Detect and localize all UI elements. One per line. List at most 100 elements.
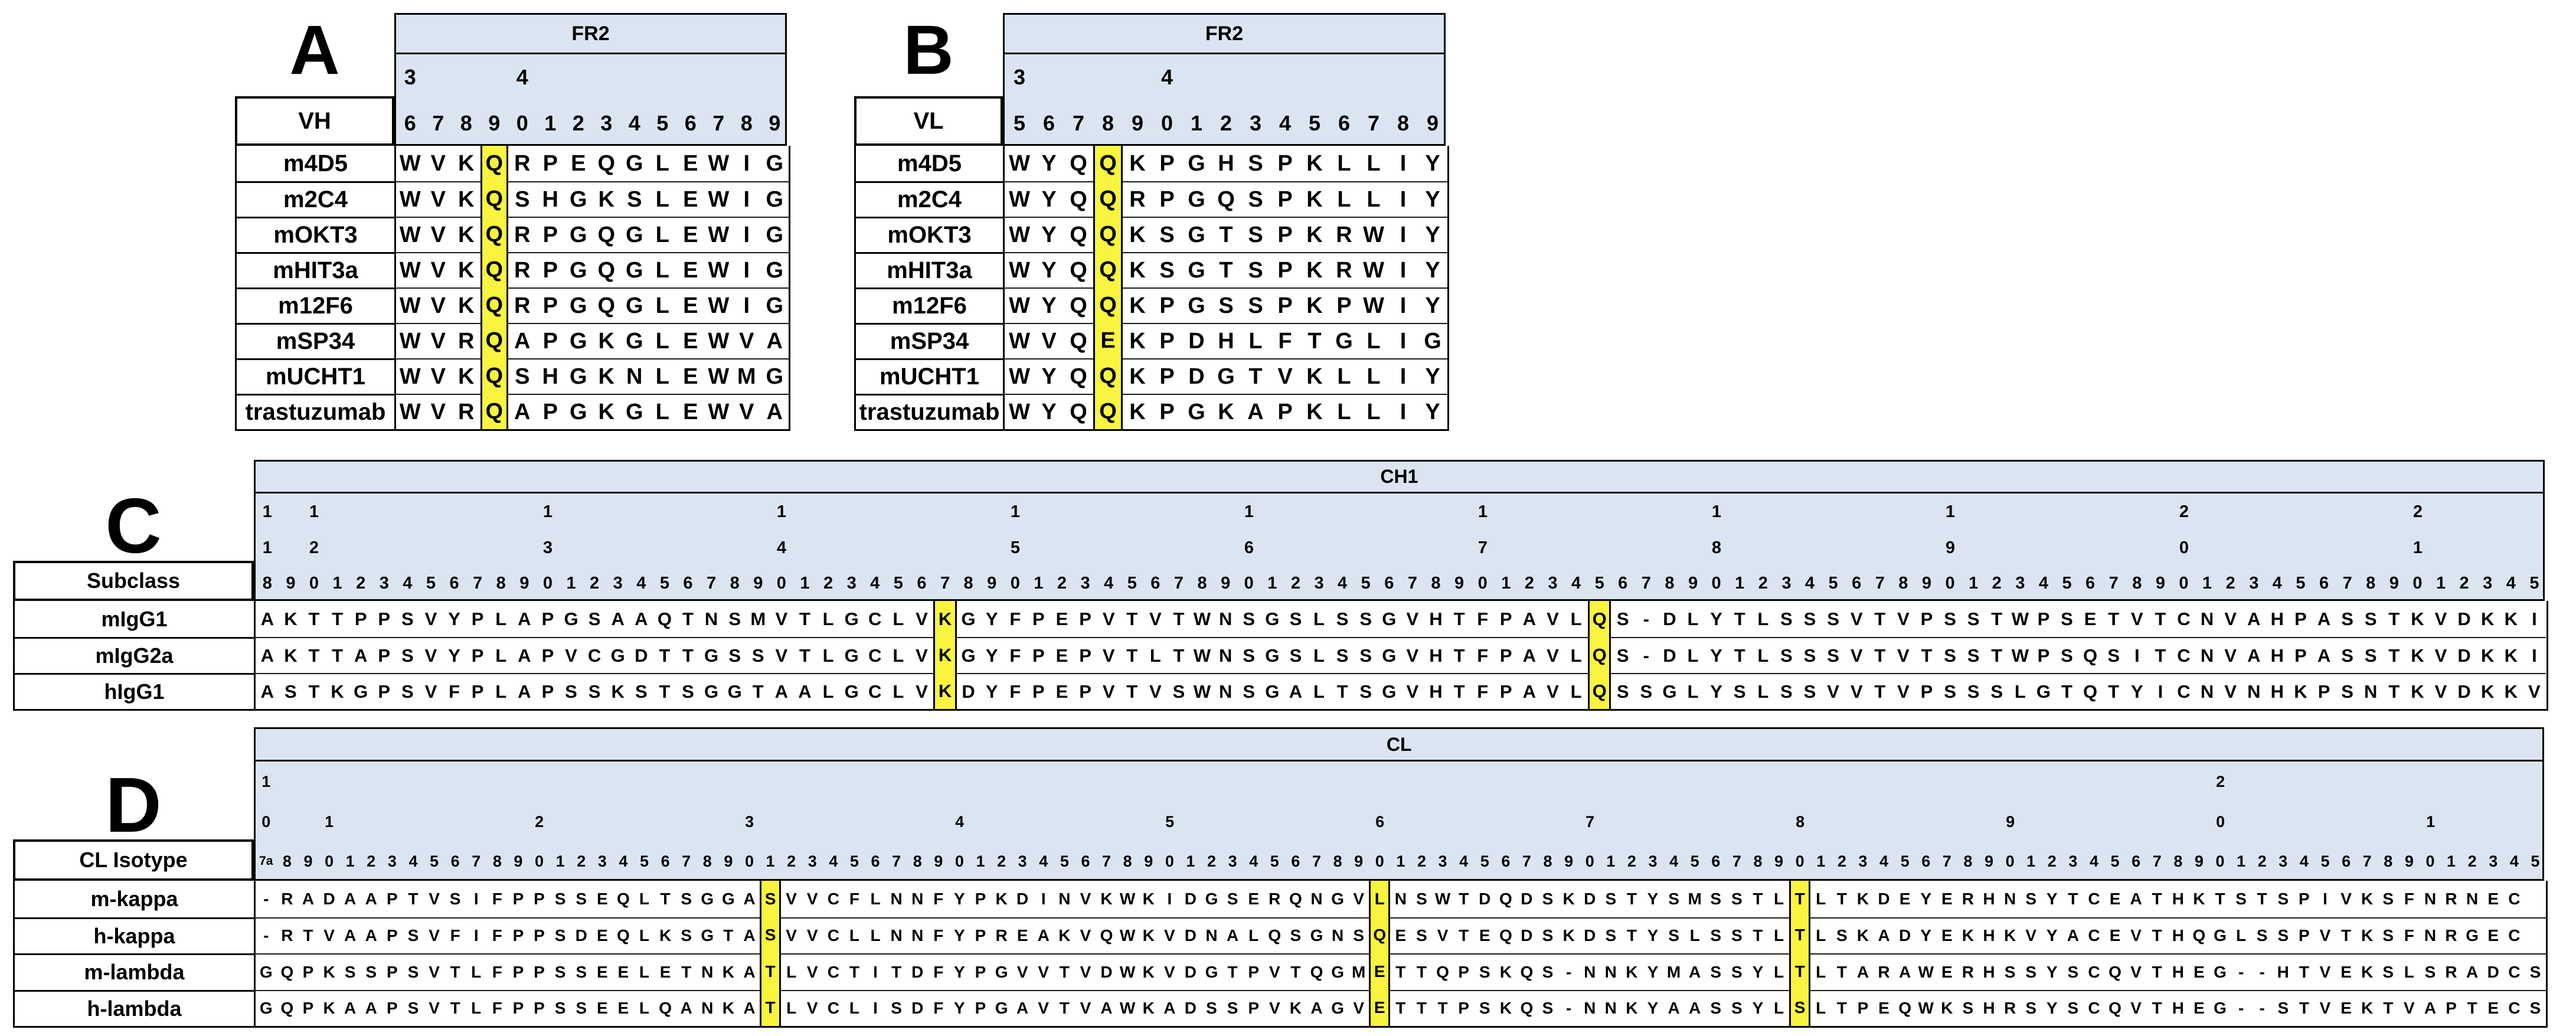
residue-cell: T (2293, 953, 2315, 990)
units-digit-cell: 4 (1338, 573, 1348, 593)
residue-cell: Y (1034, 252, 1064, 287)
residue-cell: C (2172, 673, 2196, 709)
residue-cell: S (1726, 953, 1748, 990)
residue-cell: R (1957, 953, 1979, 990)
units-digit-cell: 9 (519, 573, 529, 593)
residue-cell: K (2289, 673, 2313, 709)
tens-mark: 6 (1244, 538, 1254, 557)
tens-mark: 4 (516, 65, 528, 89)
residue-cell: S (2061, 608, 2073, 629)
residue-cell: P (536, 637, 560, 673)
residue-cell: V (1845, 637, 1868, 673)
residue-cell: K (1137, 989, 1159, 1027)
units-digit-cell: 3 (808, 852, 817, 870)
residue-cell: F (1003, 673, 1027, 709)
residue-cell: K (1123, 217, 1152, 252)
units-digit-cell: 1 (345, 852, 355, 870)
tens-mark: 9 (1945, 538, 1956, 557)
highlighted-residue-cell: Q (1093, 358, 1123, 394)
residue-cell: M (1663, 953, 1685, 990)
residue-cell: T (1836, 889, 1847, 908)
residue-cell: S (1284, 637, 1307, 673)
residue-cell: K (452, 287, 480, 323)
residue-cell: G (606, 637, 630, 673)
units-digit-cell: 1 (1735, 573, 1745, 593)
residue-cell: N (697, 989, 718, 1027)
residue-cell: P (2440, 989, 2462, 1027)
units-digit-cell: 2 (1207, 852, 1217, 870)
units-digit-cell: 8 (1753, 852, 1763, 870)
hundreds-mark: 2 (2216, 772, 2225, 790)
residue-cell: T (1126, 608, 1138, 629)
residue-cell: V (1012, 953, 1033, 990)
residue-cell: I (2323, 889, 2327, 908)
residue-cell: K (2405, 673, 2430, 709)
units-digit-cell: 4 (1249, 852, 1258, 870)
residue-cell: N (2200, 608, 2214, 629)
units-digit-cell: 6 (2085, 573, 2096, 593)
region-title: CL (254, 727, 2545, 762)
residue-cell: S (1241, 252, 1270, 287)
residue-cell: A (1873, 917, 1895, 954)
residue-cell: K (1495, 953, 1516, 990)
residue-cell: P (542, 151, 558, 176)
units-digit-cell: 4 (870, 573, 880, 593)
units-digit-cell: 2 (590, 573, 600, 593)
residue-cell: S (2335, 637, 2359, 673)
residue-cell: T (1447, 637, 1471, 673)
residue-cell: S (681, 889, 692, 908)
units-digit-cell: 6 (684, 110, 697, 135)
residue-cell: V (2429, 673, 2453, 709)
residue-cell: L (648, 252, 676, 287)
residue-cell: V (1401, 673, 1424, 709)
residue-cell: K (458, 151, 475, 176)
residue-cell: V (1075, 917, 1096, 954)
residue-cell: A (2461, 953, 2483, 990)
residue-cell: T (1728, 637, 1751, 673)
residue-cell: K (2361, 889, 2374, 908)
residue-cell: L (1768, 989, 1790, 1027)
residue-cell: S (1354, 637, 1378, 673)
residue-cell: K (655, 917, 676, 954)
region-title: CH1 (254, 460, 2545, 494)
residue-cell: I (1167, 889, 1172, 908)
panel-letter-d: D (105, 762, 162, 848)
units-digit-cell: 3 (1781, 573, 1792, 593)
residue-cell: P (1243, 989, 1264, 1027)
units-digit-cell: 6 (1291, 852, 1300, 870)
residue-cell: K (1856, 889, 1869, 908)
residue-cell: I (743, 151, 750, 176)
residue-cell: V (423, 953, 445, 990)
residue-cell: Y (1642, 953, 1663, 990)
residue-cell: N (1327, 917, 1348, 954)
units-digit-cell: 6 (1081, 852, 1090, 870)
residue-cell: C (863, 673, 887, 709)
units-digit-cell: 8 (2132, 573, 2142, 593)
residue-cell: P (1499, 608, 1512, 629)
highlighted-residue-cell: Q (1093, 146, 1123, 181)
residue-cell: Y (1915, 917, 1937, 954)
residue-cell: S (550, 989, 571, 1027)
residue-cell: S (1705, 953, 1727, 990)
residue-cell: D (1663, 608, 1676, 629)
units-digit-cell: 2 (787, 852, 796, 870)
residue-cell: V (559, 637, 583, 673)
residue-cell: R (1873, 953, 1895, 990)
residue-cell: P (466, 637, 489, 673)
units-digit-cell: 5 (1013, 110, 1026, 135)
residue-cell: V (424, 181, 452, 217)
residue-cell: K (1100, 889, 1113, 908)
residue-cell: H (1978, 917, 2000, 954)
residue-cell: I (2149, 673, 2172, 709)
units-digit-cell: 1 (2436, 573, 2446, 593)
residue-cell: V (916, 608, 928, 629)
residue-cell: T (2068, 889, 2078, 908)
residue-cell: S (728, 608, 741, 629)
residue-cell: V (2315, 989, 2336, 1027)
units-digit-cell: 9 (2404, 852, 2414, 870)
residue-cell: I (2532, 608, 2537, 629)
units-digit-cell: 8 (1543, 852, 1552, 870)
row-label: mHIT3a (237, 252, 396, 287)
